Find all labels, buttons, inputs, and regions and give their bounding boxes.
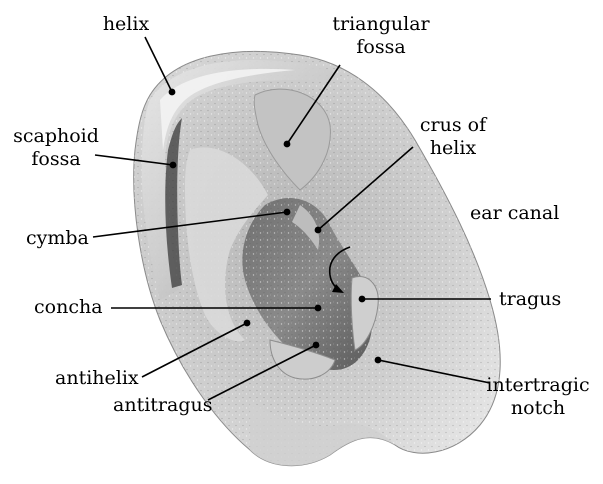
dot-scaphoid-fossa xyxy=(170,162,177,169)
label-antihelix: antihelix xyxy=(55,367,150,390)
dot-antitragus xyxy=(313,342,320,349)
label-tragus: tragus xyxy=(499,288,579,311)
dot-concha xyxy=(315,305,322,312)
label-antitragus: antitragus xyxy=(113,394,233,417)
label-intertragic-notch: intertragic notch xyxy=(478,374,598,420)
label-helix: helix xyxy=(96,13,156,36)
dot-triangular-fossa xyxy=(284,141,291,148)
dot-antihelix xyxy=(244,320,251,327)
label-scaphoid-fossa: scaphoid fossa xyxy=(6,125,106,171)
label-triangular-fossa: triangular fossa xyxy=(326,13,436,59)
label-cymba: cymba xyxy=(26,227,106,250)
dot-crus-of-helix xyxy=(315,227,322,234)
dot-cymba xyxy=(284,209,291,216)
dot-tragus xyxy=(359,296,366,303)
label-concha: concha xyxy=(34,296,114,319)
label-crus-of-helix: crus of helix xyxy=(408,114,498,160)
dot-intertragic-notch xyxy=(375,357,382,364)
dot-helix xyxy=(169,89,176,96)
label-ear-canal: ear canal xyxy=(470,202,580,225)
